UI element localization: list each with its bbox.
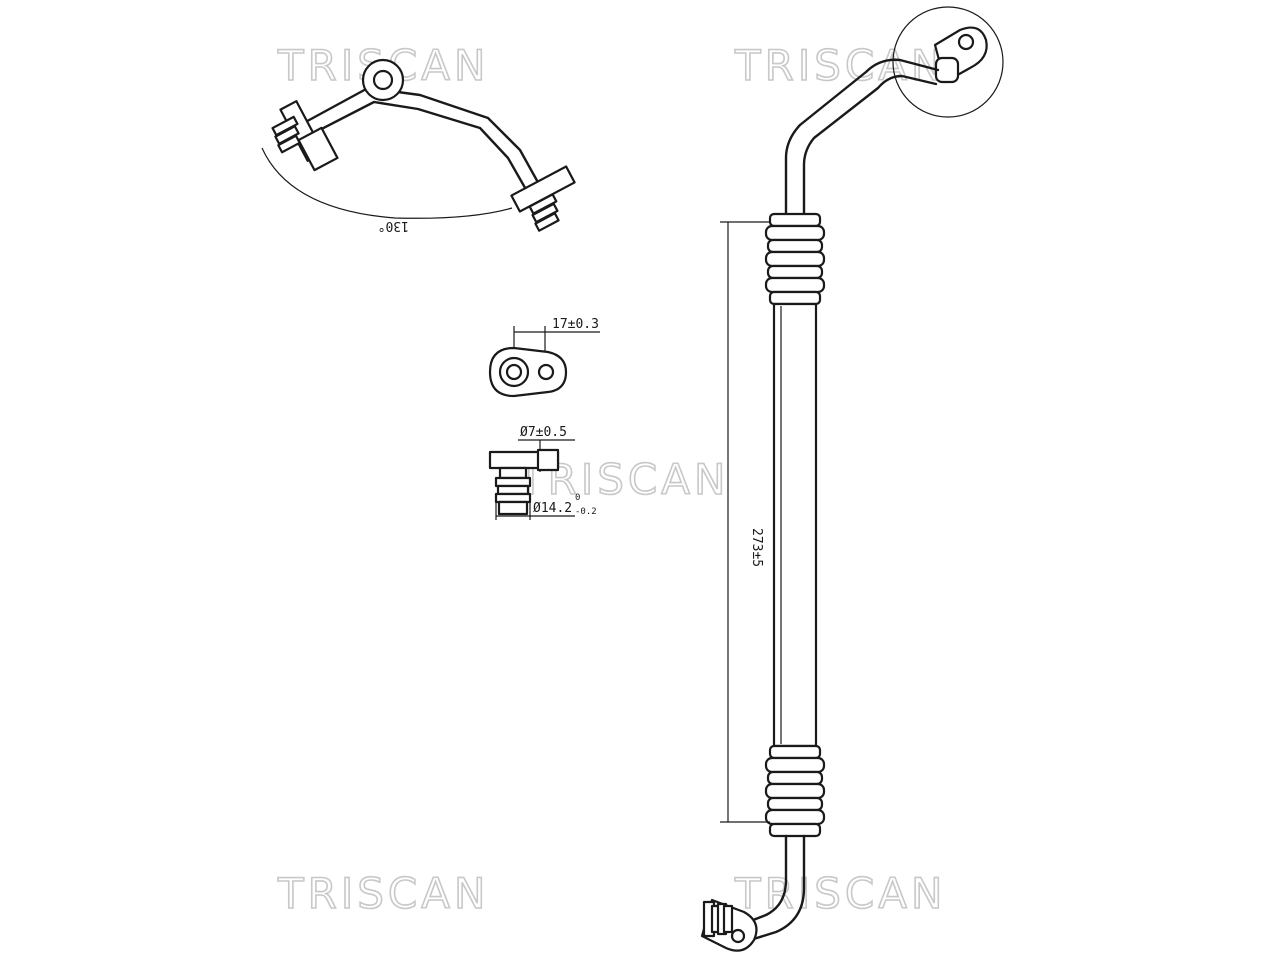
watermark-top-right: TRISCAN — [734, 41, 946, 90]
top-fitting-body — [934, 56, 960, 84]
fitting-diameter-label: Ø14.2 — [533, 501, 572, 516]
right-threaded-end — [528, 193, 560, 232]
bend-angle-label: 130° — [378, 218, 409, 233]
left-threaded-end — [271, 115, 301, 154]
detail-callout-circle — [892, 6, 1004, 118]
fitting-bolt-block — [536, 448, 560, 472]
pipe-lower-bend-inner — [742, 834, 806, 944]
banjo-eye-inner — [372, 69, 394, 91]
top-flange-bolt-hole — [957, 33, 975, 51]
bent-pipe-end-view: 130° — [261, 58, 576, 233]
bore-diameter-label: Ø7±0.5 — [520, 425, 567, 440]
bent-pipe-inner-line — [304, 100, 534, 202]
watermark-bottom-right: TRISCAN — [734, 869, 946, 918]
lower-collar — [764, 744, 826, 838]
fitting-thread-1 — [494, 476, 532, 488]
bottom-flange-bolt-hole — [730, 928, 746, 944]
fitting-side-detail: Ø7±0.5 Ø14.2 0 -0.2 — [488, 425, 597, 520]
flange-detail: 17±0.3 — [488, 317, 600, 398]
pipe-length-label: 273±5 — [749, 528, 764, 567]
pipe-upper-bend-outer — [784, 58, 940, 217]
fitting-tolerance-lower: -0.2 — [575, 507, 597, 517]
bottom-threaded-end — [702, 900, 734, 938]
fitting-tip — [497, 500, 529, 516]
left-flange-tab — [297, 126, 339, 172]
fitting-tolerance-upper: 0 — [575, 493, 580, 503]
fitting-thread-2 — [496, 484, 530, 496]
flange-bolt-hole — [537, 363, 555, 381]
bent-pipe-outer-line — [298, 86, 547, 197]
flange-main-bore-inner — [505, 363, 523, 381]
pipe-straight-section — [772, 302, 818, 748]
fitting-neck — [498, 466, 528, 480]
upper-collar — [764, 212, 826, 306]
watermark-bottom-left: TRISCAN — [277, 869, 489, 918]
full-pipe-view: 273±5 — [700, 6, 1004, 952]
pipe-upper-bend-inner — [802, 74, 938, 217]
pipe-lower-bend-outer — [738, 834, 788, 927]
flange-spacing-label: 17±0.3 — [552, 317, 599, 332]
bend-angle-arc — [261, 147, 513, 219]
fitting-thread-3 — [494, 492, 532, 504]
